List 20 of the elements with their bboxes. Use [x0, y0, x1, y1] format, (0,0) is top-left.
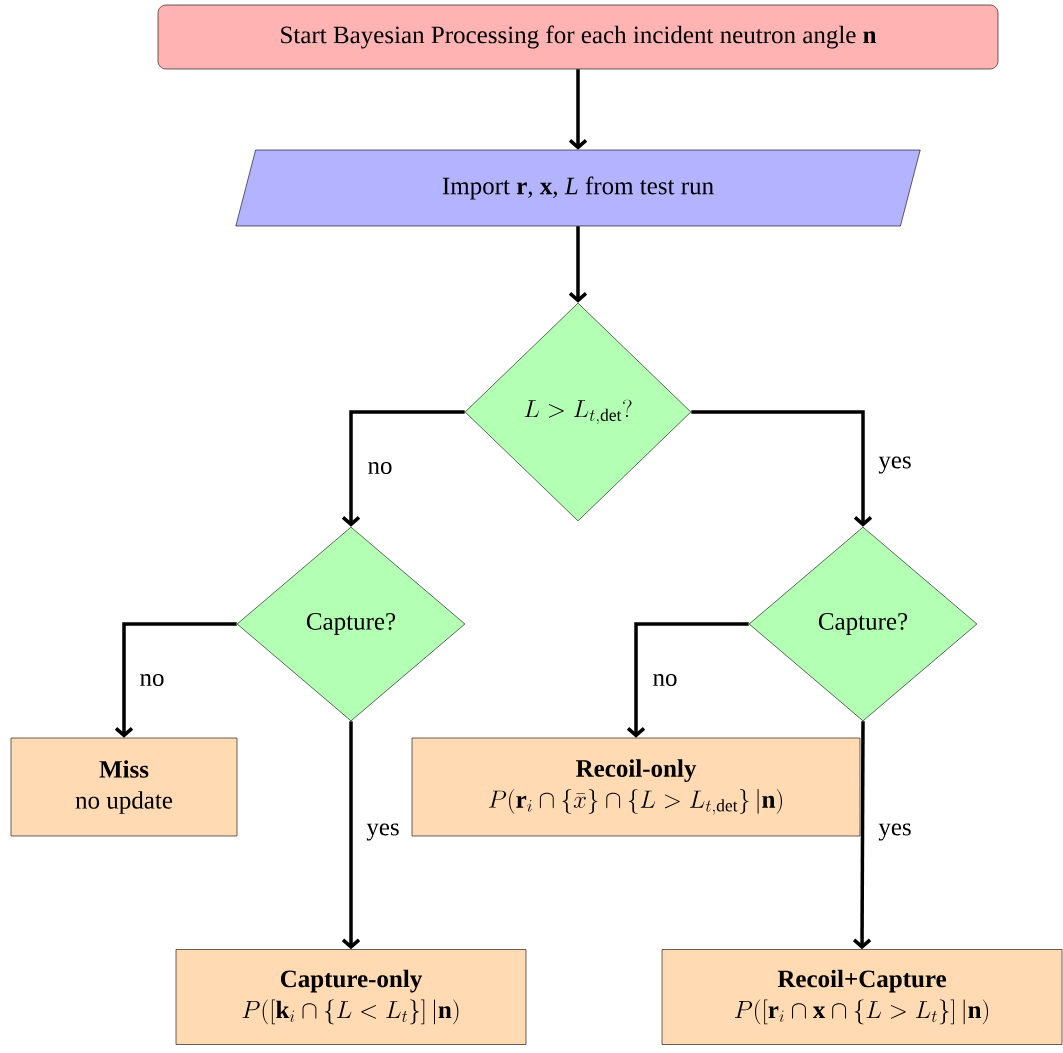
- edge-label: yes: [878, 823, 911, 841]
- arrow: [341, 410, 465, 527]
- arrow: [691, 410, 873, 527]
- arrow: [852, 721, 872, 950]
- arrow: [626, 622, 749, 738]
- arrow: [341, 721, 361, 950]
- arrow: [568, 226, 588, 303]
- process-box: Recoil+Capture $P(\left[\mathbf{r}_i \cap \mathbf{x} \cap \{L > L_t\}\right] |\mathbf{n})$: [661, 949, 1063, 1045]
- edge-label: no: [653, 674, 677, 687]
- arrow: [568, 69, 588, 150]
- input-parallelogram: Import r, x, L from test run: [235, 149, 921, 227]
- start-box: Start Bayesian Processing for each incident neutron angle n: [157, 4, 999, 70]
- edge-label: no: [368, 462, 392, 475]
- arrow: [114, 622, 237, 738]
- process-box: Recoil-only $P(\mathbf{r}_i \cap \{\bar{x}\} \cap \left\{L > L_{t,\mathrm{det}}\right\} |\mathbf{n})$: [411, 737, 861, 837]
- edge-label: yes: [366, 823, 399, 841]
- edge-label: no: [140, 674, 164, 687]
- process-box: Capture-only $P(\left[\mathbf{k}_i \cap \{L < L_t\}\right] |\mathbf{n})$: [175, 949, 527, 1045]
- process-box: Miss no update: [10, 737, 238, 837]
- edge-label: yes: [878, 456, 911, 474]
